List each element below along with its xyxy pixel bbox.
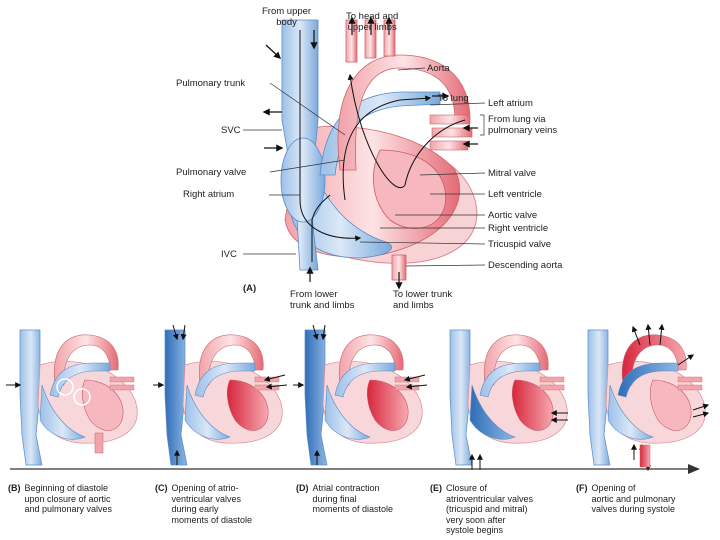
small-heart-e [449, 329, 568, 470]
label-aorta: Aorta [427, 63, 450, 74]
label-from-upper-body: From upper body [262, 6, 312, 28]
stage-letter: (C) [155, 483, 168, 493]
stage-letter: (D) [296, 483, 309, 493]
small-heart-c [153, 324, 288, 466]
stage-letter: (F) [576, 483, 588, 493]
label-right-ventricle: Right ventricle [488, 223, 549, 234]
label-mitral-valve: Mitral valve [488, 168, 537, 179]
systole-diastole-timeline [10, 464, 700, 474]
label-from-lower: From lower trunk and limbs [290, 289, 355, 311]
label-to-head: To head and upper limbs [346, 11, 399, 33]
small-heart-d [293, 324, 428, 466]
small-hearts-row [6, 323, 710, 472]
label-pulmonary-valve: Pulmonary valve [176, 167, 247, 178]
label-left-ventricle: Left ventricle [488, 189, 542, 200]
stage-caption-c: (C) Opening of atrio- ventricular valves… [155, 483, 287, 525]
stage-caption-e: (E) Closure of atrioventricular valves (… [430, 483, 566, 536]
panel-letter-a: (A) [243, 283, 257, 294]
label-tricuspid-valve: Tricuspid valve [488, 239, 552, 250]
label-left-atrium: Left atrium [488, 98, 533, 109]
stage-text: Beginning of diastole upon closure of ao… [24, 483, 113, 514]
main-heart [243, 16, 486, 290]
label-descending-aorta: Descending aorta [488, 260, 563, 271]
label-aortic-valve: Aortic valve [488, 210, 538, 221]
stage-caption-b: (B) Beginning of diastole upon closure o… [8, 483, 140, 515]
stage-text: Atrial contraction during final moments … [312, 483, 394, 514]
label-right-atrium: Right atrium [183, 189, 235, 200]
stage-letter: (E) [430, 483, 442, 493]
stage-text: Opening of aortic and pulmonary valves d… [591, 483, 676, 514]
small-heart-b [6, 329, 138, 466]
label-svc: SVC [221, 125, 241, 136]
small-heart-f [587, 323, 710, 472]
stage-caption-f: (F) Opening of aortic and pulmonary valv… [576, 483, 712, 515]
label-to-lung: To lung [438, 93, 469, 104]
stage-text: Opening of atrio- ventricular valves dur… [171, 483, 253, 525]
stage-caption-d: (D) Atrial contraction during final mome… [296, 483, 428, 515]
label-to-lower: To lower trunk and limbs [393, 289, 453, 311]
label-pulmonary-trunk: Pulmonary trunk [176, 78, 246, 89]
stage-text: Closure of atrioventricular valves (tric… [446, 483, 534, 535]
label-from-lung: From lung via pulmonary veins [488, 114, 558, 136]
label-ivc: IVC [221, 249, 237, 260]
stage-letter: (B) [8, 483, 21, 493]
